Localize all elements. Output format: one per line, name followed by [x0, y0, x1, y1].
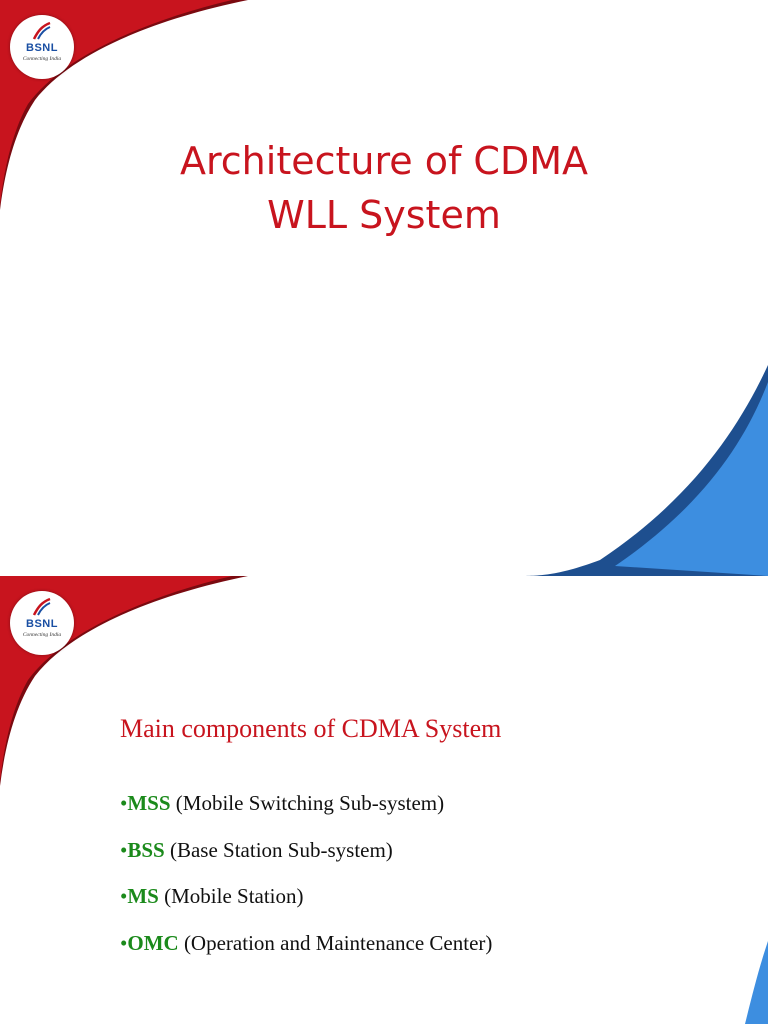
bullet-icon: •	[120, 930, 128, 955]
component-desc: (Base Station Sub-system)	[169, 837, 393, 862]
component-list: •MSS (Mobile Switching Sub-system) •BSS …	[120, 791, 492, 977]
bullet-icon: •	[120, 791, 128, 815]
slide-title-text: Architecture of CDMA WLL System	[0, 134, 768, 242]
title-line-1: Architecture of CDMA	[180, 139, 588, 183]
bullet-icon: •	[120, 884, 128, 908]
list-item: •MS (Mobile Station)	[120, 884, 492, 931]
component-abbr: OMC	[127, 930, 179, 955]
bullet-icon: •	[120, 837, 128, 862]
slide-title: BSNL Connecting India Architecture of CD…	[0, 0, 768, 576]
title-line-2: WLL System	[267, 193, 501, 237]
slide-components: BSNL Connecting India Main components of…	[0, 576, 768, 1024]
slide-heading: Main components of CDMA System	[120, 714, 502, 743]
list-item: •BSS (Base Station Sub-system)	[120, 838, 492, 885]
component-desc: (Operation and Maintenance Center)	[183, 930, 493, 955]
logo-brand: BSNL	[26, 618, 58, 630]
component-desc: (Mobile Switching Sub-system)	[175, 791, 445, 815]
bsnl-logo: BSNL Connecting India	[10, 15, 74, 79]
logo-swoosh-icon	[32, 21, 51, 40]
bsnl-logo: BSNL Connecting India	[10, 591, 74, 655]
slide-decoration	[0, 0, 768, 576]
logo-tagline: Connecting India	[22, 56, 62, 62]
component-abbr: MSS	[127, 791, 171, 815]
component-desc: (Mobile Station)	[164, 884, 304, 908]
logo-tagline: Connecting India	[22, 632, 62, 638]
list-item: •OMC (Operation and Maintenance Center)	[120, 931, 492, 978]
component-abbr: MS	[127, 884, 159, 908]
logo-brand: BSNL	[26, 42, 58, 54]
logo-swoosh-icon	[32, 597, 51, 616]
component-abbr: BSS	[127, 837, 165, 862]
list-item: •MSS (Mobile Switching Sub-system)	[120, 791, 492, 838]
